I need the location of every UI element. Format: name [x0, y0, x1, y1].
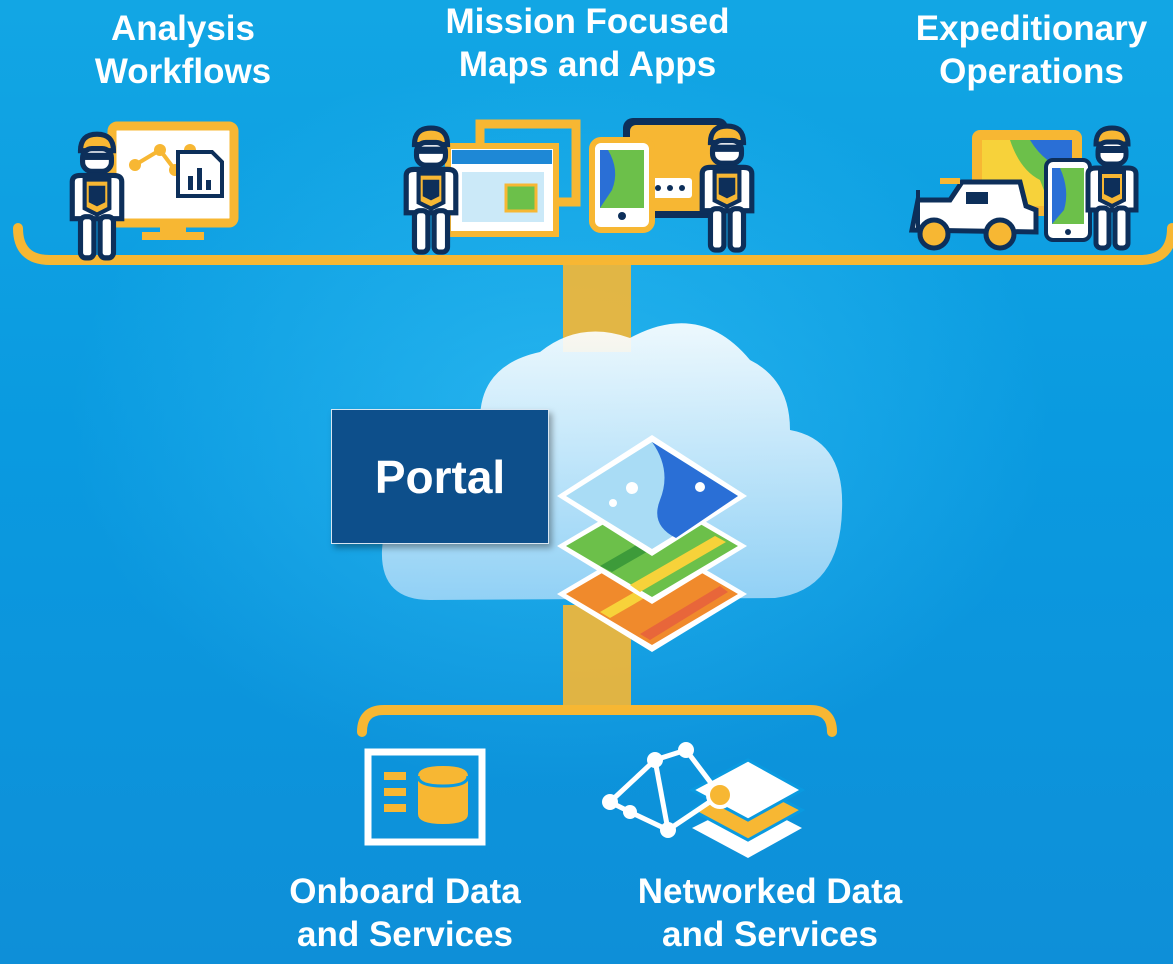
label-line: Onboard Data [289, 872, 521, 911]
label-line: Networked Data [637, 872, 903, 911]
bottom-label-onboard: Onboard Data and Services [250, 870, 560, 956]
person-icon [406, 128, 456, 252]
label-line: Workflows [94, 52, 272, 91]
person-icon [72, 134, 121, 258]
label-line: and Services [297, 915, 513, 954]
phone-map-icon [589, 137, 655, 233]
portal-label: Portal [374, 450, 506, 503]
top-label-expeditionary: Expeditionary Operations [890, 7, 1173, 93]
vehicle-icon [908, 178, 1039, 251]
bottom-bracket [357, 705, 837, 737]
label-line: and Services [662, 915, 878, 954]
bottom-label-networked: Networked Data and Services [595, 870, 945, 956]
portal-box[interactable]: Portal [331, 409, 549, 544]
browser-window-icon [445, 119, 581, 237]
label-line: Mission Focused [445, 2, 730, 41]
database-panel-icon [364, 748, 486, 846]
map-layers-icon [557, 435, 747, 652]
network-layers-icon [602, 742, 806, 858]
label-line: Expeditionary [915, 9, 1148, 48]
top-label-analysis: Analysis Workflows [60, 7, 306, 93]
phone-map-icon [1044, 158, 1092, 242]
label-line: Operations [939, 52, 1124, 91]
top-bracket [13, 223, 1173, 265]
person-icon [1088, 128, 1136, 248]
top-label-mission: Mission Focused Maps and Apps [395, 0, 780, 86]
person-icon [702, 126, 752, 250]
label-line: Maps and Apps [458, 45, 717, 84]
report-chart-icon [176, 150, 224, 198]
label-line: Analysis [111, 9, 255, 48]
